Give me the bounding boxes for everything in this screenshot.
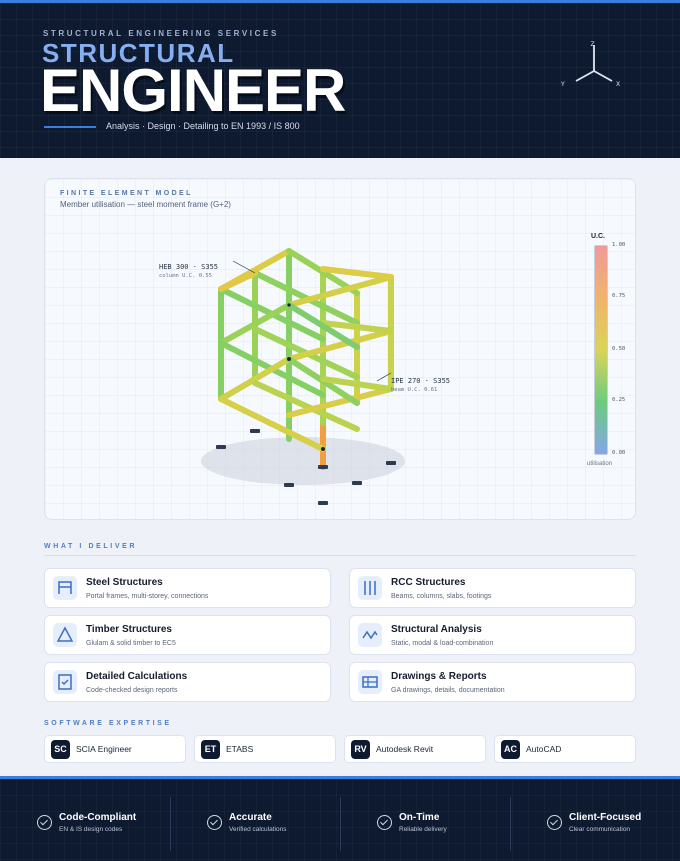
service-card-steel[interactable]: Steel Structures Portal frames, multi-st…: [44, 568, 331, 608]
legend-tick: 0.25: [612, 397, 626, 403]
tagline-rule: [44, 126, 96, 128]
column-annotation: HEB 300 · S355 column U.C. 0.55: [159, 263, 218, 279]
header-kicker: STRUCTURAL ENGINEERING SERVICES: [43, 29, 279, 38]
service-card-calculations[interactable]: Detailed Calculations Code-checked desig…: [44, 662, 331, 702]
feature-desc: EN & IS design codes: [59, 826, 123, 833]
drawing-icon: [358, 670, 382, 694]
service-desc: Static, modal & load-combination: [391, 640, 494, 647]
legend-title: U.C.: [591, 233, 605, 240]
service-card-analysis[interactable]: Structural Analysis Static, modal & load…: [349, 615, 636, 655]
footer-divider: [340, 797, 341, 851]
feature-title: Code-Compliant: [59, 812, 137, 823]
axes-icon: Z Y X: [560, 41, 620, 88]
axis-z-label: Z: [591, 41, 595, 48]
check-circle-icon: [377, 815, 392, 830]
fem-subtitle: Member utilisation — steel moment frame …: [60, 200, 231, 209]
check-circle-icon: [207, 815, 222, 830]
header: STRUCTURAL ENGINEERING SERVICES STRUCTUR…: [0, 0, 680, 158]
software-chip-scia[interactable]: SC SCIA Engineer: [44, 735, 186, 763]
feature-accurate: Accurate Verified calculations: [207, 812, 357, 840]
frame-model-illustration: [201, 248, 405, 506]
legend-tick: 1.00: [612, 242, 626, 248]
utilisation-colour-scale: [594, 245, 608, 455]
feature-title: Client-Focused: [569, 812, 642, 823]
checklist-icon: [53, 670, 77, 694]
footer-features: Code-Compliant EN & IS design codes Accu…: [0, 776, 680, 861]
software-name: AutoCAD: [526, 744, 562, 754]
service-title: Timber Structures: [86, 624, 172, 635]
feature-code-compliant: Code-Compliant EN & IS design codes: [37, 812, 187, 840]
title-main: ENGINEER: [40, 57, 346, 124]
check-circle-icon: [547, 815, 562, 830]
feature-desc: Reliable delivery: [399, 826, 447, 833]
service-title: RCC Structures: [391, 577, 466, 588]
tagline: Analysis · Design · Detailing to EN 1993…: [106, 121, 300, 131]
fem-kicker: FINITE ELEMENT MODEL: [60, 190, 193, 197]
deliver-section-title: WHAT I DELIVER: [44, 543, 138, 550]
software-badge: SC: [51, 740, 70, 759]
wave-icon: [358, 623, 382, 647]
software-badge: RV: [351, 740, 370, 759]
frame-icon: [53, 576, 77, 600]
service-card-timber[interactable]: Timber Structures Glulam & solid timber …: [44, 615, 331, 655]
feature-client-focused: Client-Focused Clear communication: [547, 812, 675, 840]
service-card-rcc[interactable]: RCC Structures Beams, columns, slabs, fo…: [349, 568, 636, 608]
software-chip-autocad[interactable]: AC AutoCAD: [494, 735, 636, 763]
check-circle-icon: [37, 815, 52, 830]
axis-x-label: X: [616, 81, 620, 88]
footer-divider: [170, 797, 171, 851]
software-section-title: SOFTWARE EXPERTISE: [44, 720, 172, 727]
column-annotation-title: HEB 300 · S355: [159, 263, 219, 271]
feature-title: Accurate: [229, 812, 272, 823]
beam-annotation: IPE 270 · S355 beam U.C. 0.61: [391, 377, 450, 393]
service-desc: Code-checked design reports: [86, 687, 178, 694]
service-card-drawings[interactable]: Drawings & Reports GA drawings, details,…: [349, 662, 636, 702]
service-desc: Glulam & solid timber to EC5: [86, 640, 176, 647]
feature-on-time: On-Time Reliable delivery: [377, 812, 527, 840]
service-desc: GA drawings, details, documentation: [391, 687, 505, 694]
service-desc: Portal frames, multi-storey, connections: [86, 593, 209, 600]
service-title: Drawings & Reports: [391, 671, 487, 682]
legend-caption: utilisation: [587, 461, 613, 467]
software-badge: ET: [201, 740, 220, 759]
legend-tick: 0.00: [612, 450, 626, 456]
section-divider: [44, 555, 636, 556]
feature-desc: Clear communication: [569, 826, 631, 833]
columns-icon: [358, 576, 382, 600]
beam-annotation-detail: beam U.C. 0.61: [391, 387, 438, 393]
feature-desc: Verified calculations: [229, 826, 287, 833]
service-desc: Beams, columns, slabs, footings: [391, 593, 492, 600]
software-chip-etabs[interactable]: ET ETABS: [194, 735, 336, 763]
service-title: Steel Structures: [86, 577, 163, 588]
software-name: ETABS: [226, 744, 254, 754]
footer-divider: [510, 797, 511, 851]
legend-tick: 0.50: [612, 346, 626, 352]
software-name: SCIA Engineer: [76, 744, 132, 754]
legend-tick: 0.75: [612, 293, 626, 299]
software-badge: AC: [501, 740, 520, 759]
beam-annotation-title: IPE 270 · S355: [391, 377, 451, 385]
triangle-icon: [53, 623, 77, 647]
fem-model-card: FINITE ELEMENT MODEL Member utilisation …: [44, 178, 636, 520]
service-title: Structural Analysis: [391, 624, 482, 635]
feature-title: On-Time: [399, 812, 440, 823]
title-top: STRUCTURAL: [42, 38, 235, 68]
column-annotation-detail: column U.C. 0.55: [159, 273, 212, 279]
service-title: Detailed Calculations: [86, 671, 188, 682]
software-name: Autodesk Revit: [376, 744, 434, 754]
axis-y-label: Y: [560, 81, 565, 88]
software-chip-revit[interactable]: RV Autodesk Revit: [344, 735, 486, 763]
